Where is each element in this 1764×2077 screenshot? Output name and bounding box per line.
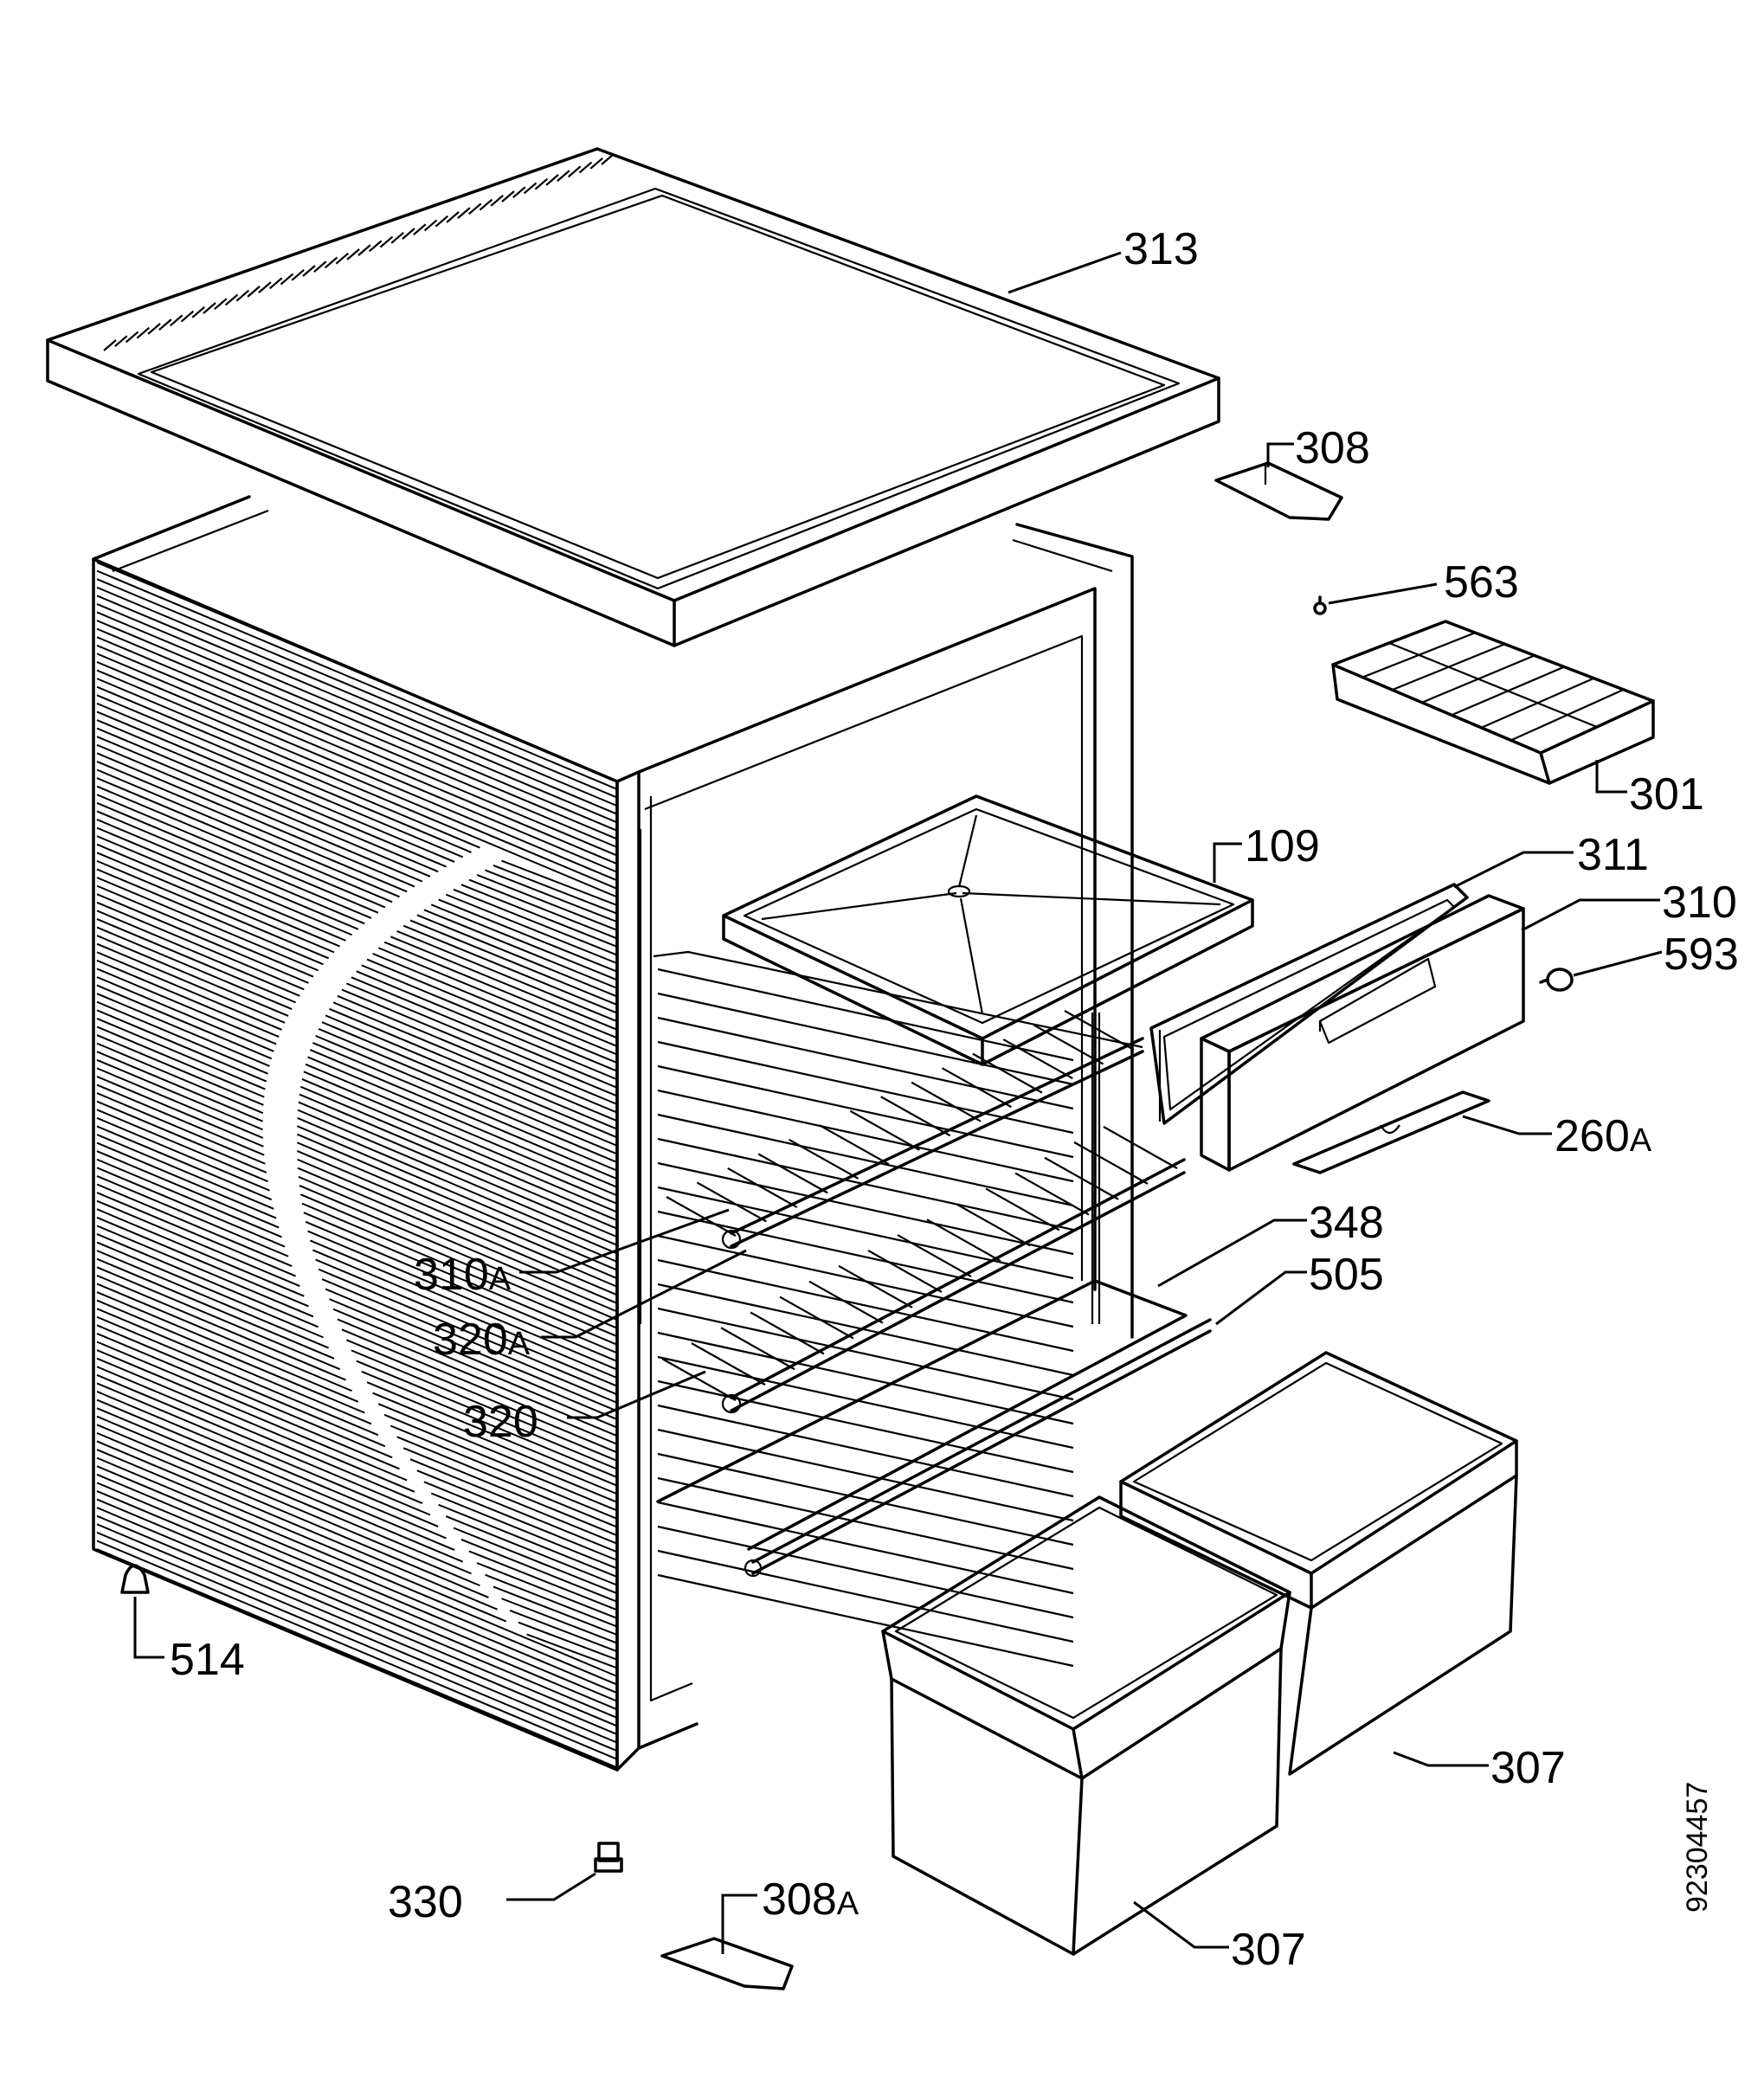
ice-tray-part bbox=[1331, 620, 1655, 785]
callout-308: 308 bbox=[1295, 423, 1370, 473]
foot-part-514 bbox=[120, 1564, 150, 1594]
callout-301: 301 bbox=[1629, 769, 1704, 820]
callout-308a: 308A bbox=[762, 1874, 859, 1925]
callout-labels: 313 308 563 301 109 311 310 593 260A 348… bbox=[170, 224, 1739, 1975]
callout-310a: 310A bbox=[414, 1250, 512, 1300]
top-panel-part bbox=[46, 147, 1220, 647]
callout-310: 310 bbox=[1662, 878, 1737, 928]
cabinet-body bbox=[92, 495, 1134, 1772]
hinge-part-308 bbox=[1214, 461, 1343, 521]
callout-313: 313 bbox=[1123, 224, 1199, 274]
callout-563: 563 bbox=[1444, 557, 1519, 608]
freezer-door-part bbox=[1149, 883, 1525, 1172]
document-number: 92304457 bbox=[1681, 1782, 1714, 1913]
leader-lines bbox=[133, 251, 1663, 1954]
crisper-bin-front bbox=[881, 1495, 1291, 1956]
wire-part-260a bbox=[1292, 1090, 1490, 1174]
callout-330: 330 bbox=[388, 1877, 463, 1927]
callout-505: 505 bbox=[1309, 1250, 1384, 1300]
crisper-bin-rear bbox=[1119, 1351, 1518, 1776]
shelf-upper-part bbox=[666, 1010, 1144, 1250]
back-wall-ribs bbox=[653, 950, 1143, 1668]
callout-260a: 260A bbox=[1555, 1111, 1652, 1161]
knob-part-593 bbox=[1539, 968, 1574, 992]
shelf-lower-part bbox=[661, 1126, 1186, 1414]
hinge-part-308a bbox=[660, 1937, 794, 1990]
callout-311: 311 bbox=[1577, 830, 1649, 880]
glass-shelf-part bbox=[656, 1279, 1212, 1578]
callout-109: 109 bbox=[1245, 821, 1320, 871]
callout-307-front: 307 bbox=[1231, 1925, 1306, 1975]
drip-tray-part bbox=[722, 794, 1254, 1066]
callout-593: 593 bbox=[1664, 929, 1739, 980]
callout-348: 348 bbox=[1309, 1198, 1384, 1248]
callout-320a: 320A bbox=[433, 1315, 531, 1365]
callout-320: 320 bbox=[463, 1397, 538, 1447]
callout-514: 514 bbox=[170, 1635, 245, 1685]
callout-307-rear: 307 bbox=[1490, 1743, 1566, 1793]
screw-part-330 bbox=[594, 1842, 623, 1873]
screw-part-563 bbox=[1313, 595, 1327, 615]
